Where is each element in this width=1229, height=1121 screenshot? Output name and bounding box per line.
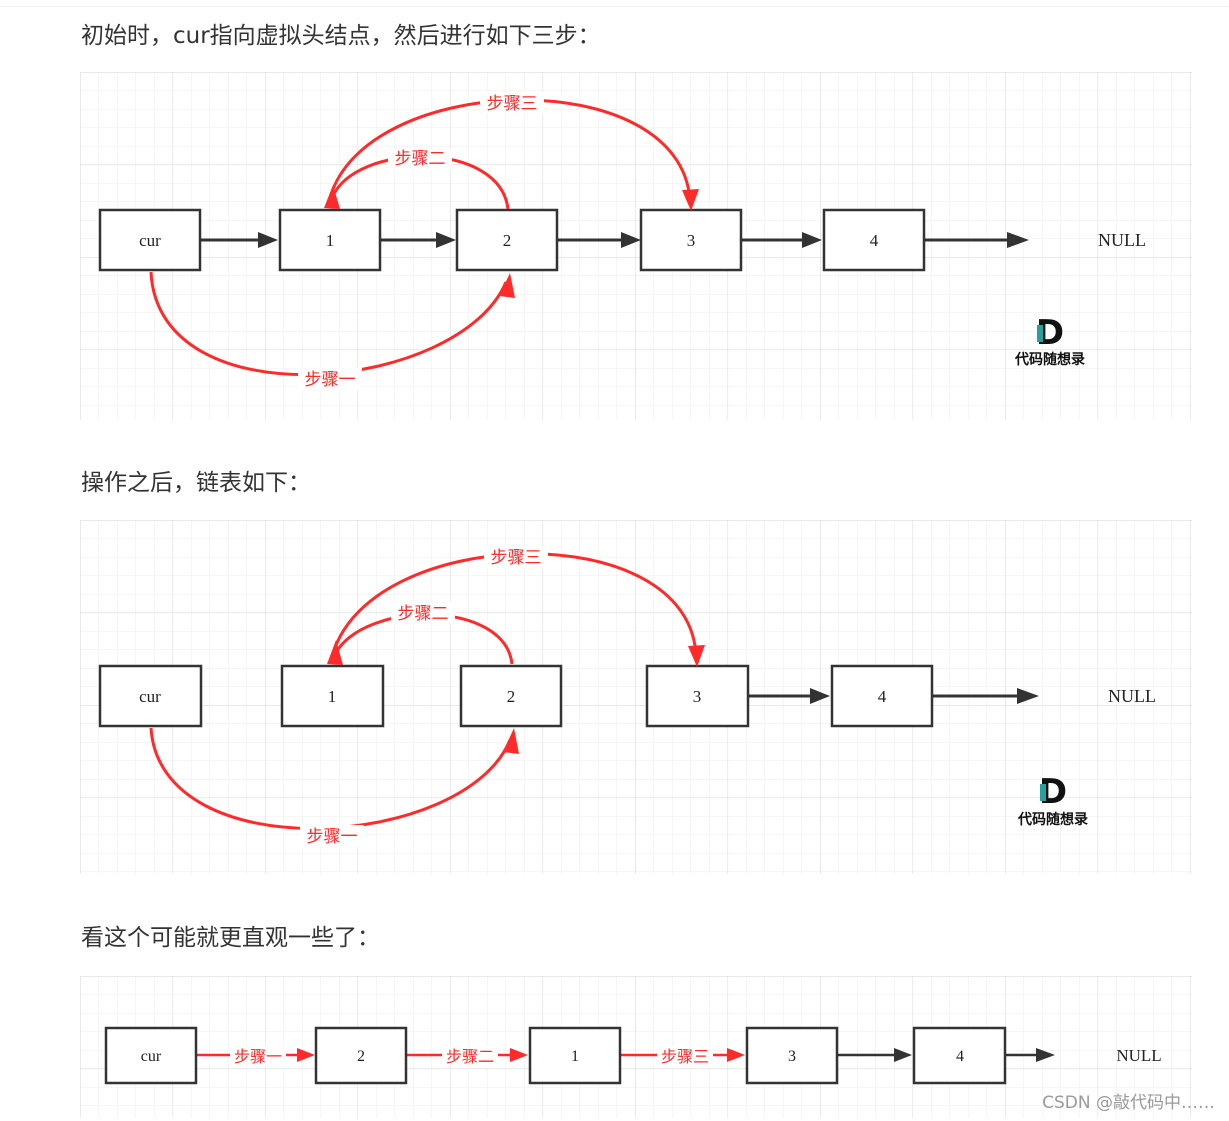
node-label: 2 xyxy=(357,1048,365,1065)
arrow-head-icon xyxy=(1017,688,1039,704)
arrow-head-icon xyxy=(436,232,456,248)
step2-label: 步骤二 xyxy=(446,1047,494,1066)
grid-background xyxy=(80,72,1192,420)
step1-arrow-icon xyxy=(503,728,519,754)
step2-arrow-icon xyxy=(327,640,343,665)
logo-text: 代码随想录 xyxy=(1014,351,1085,368)
step3-arrow-icon xyxy=(682,189,699,211)
top-divider xyxy=(0,6,1229,7)
node-label: 3 xyxy=(687,231,696,250)
node-2: 2 xyxy=(459,664,563,728)
node-cur: cur xyxy=(104,1026,198,1085)
step1-label: 步骤一 xyxy=(305,370,356,390)
node-label: 3 xyxy=(693,687,702,706)
node-label: 1 xyxy=(326,231,335,250)
node-1: 1 xyxy=(280,664,385,728)
node-1: 1 xyxy=(278,208,382,272)
arrow-head-icon xyxy=(894,1048,912,1062)
paragraph-after: 操作之后，链表如下： xyxy=(81,470,311,496)
step2-arrow-icon xyxy=(510,1048,528,1062)
null-label: NULL xyxy=(1108,686,1156,706)
node-2: 2 xyxy=(314,1026,408,1085)
node-2: 2 xyxy=(455,208,559,272)
diagram-intuitive: 步骤一 步骤二 步骤三 cur 2 1 3 4 NULL xyxy=(80,976,1192,1118)
node-label: 4 xyxy=(878,687,887,706)
step2-arrow-icon xyxy=(324,185,340,209)
node-3: 3 xyxy=(745,1026,839,1085)
node-cur: cur xyxy=(98,208,202,272)
node-label: cur xyxy=(139,231,161,250)
diagram-after: cur 1 2 3 4 NULL 步骤一 步骤二 步骤三 D 代码随想录 xyxy=(80,520,1192,874)
arrow-head-icon xyxy=(621,232,641,248)
step1-label: 步骤一 xyxy=(234,1047,282,1066)
step3-label: 步骤三 xyxy=(661,1047,709,1066)
node-cur: cur xyxy=(98,664,203,728)
node-4: 4 xyxy=(912,1026,1007,1085)
step2-label: 步骤二 xyxy=(398,604,449,624)
node-label: 4 xyxy=(870,231,879,250)
step2-label: 步骤二 xyxy=(395,149,446,169)
node-label: cur xyxy=(141,1048,162,1065)
node-label: 3 xyxy=(788,1048,796,1065)
node-4: 4 xyxy=(822,208,926,272)
node-1: 1 xyxy=(528,1026,622,1085)
paragraph-intro: 初始时，cur指向虚拟头结点，然后进行如下三步： xyxy=(81,23,601,49)
step1-arrow-icon xyxy=(297,1048,315,1062)
step3-arrow-icon xyxy=(688,645,705,667)
paragraph-intuitive: 看这个可能就更直观一些了： xyxy=(81,925,380,951)
node-label: 1 xyxy=(328,687,337,706)
node-3: 3 xyxy=(645,664,750,728)
csdn-watermark: CSDN @敲代码中…… xyxy=(1042,1093,1215,1113)
logo-text: 代码随想录 xyxy=(1017,811,1088,828)
arrow-head-icon xyxy=(802,232,822,248)
logo: D 代码随想录 xyxy=(1017,772,1088,828)
step3-label: 步骤三 xyxy=(491,548,542,568)
node-label: 1 xyxy=(571,1048,579,1065)
step1-label: 步骤一 xyxy=(307,827,358,847)
node-label: 2 xyxy=(507,687,516,706)
logo: D 代码随想录 xyxy=(1014,313,1085,368)
step1-arrow-icon xyxy=(499,273,515,298)
node-label: cur xyxy=(139,687,161,706)
node-label: 2 xyxy=(503,231,512,250)
arrow-head-icon xyxy=(1036,1048,1055,1062)
step3-label: 步骤三 xyxy=(487,94,538,114)
node-4: 4 xyxy=(830,664,934,728)
diagram-initial: cur 1 2 3 4 NULL 步骤一 步骤二 步骤三 D 代码随想录 xyxy=(80,72,1192,420)
node-3: 3 xyxy=(639,208,743,272)
arrow-head-icon xyxy=(258,232,278,248)
null-label: NULL xyxy=(1098,230,1146,250)
step3-arrow-icon xyxy=(727,1048,745,1062)
null-label: NULL xyxy=(1116,1046,1161,1065)
arrow-head-icon xyxy=(1007,232,1029,248)
arrow-head-icon xyxy=(810,688,830,704)
node-label: 4 xyxy=(956,1048,964,1065)
